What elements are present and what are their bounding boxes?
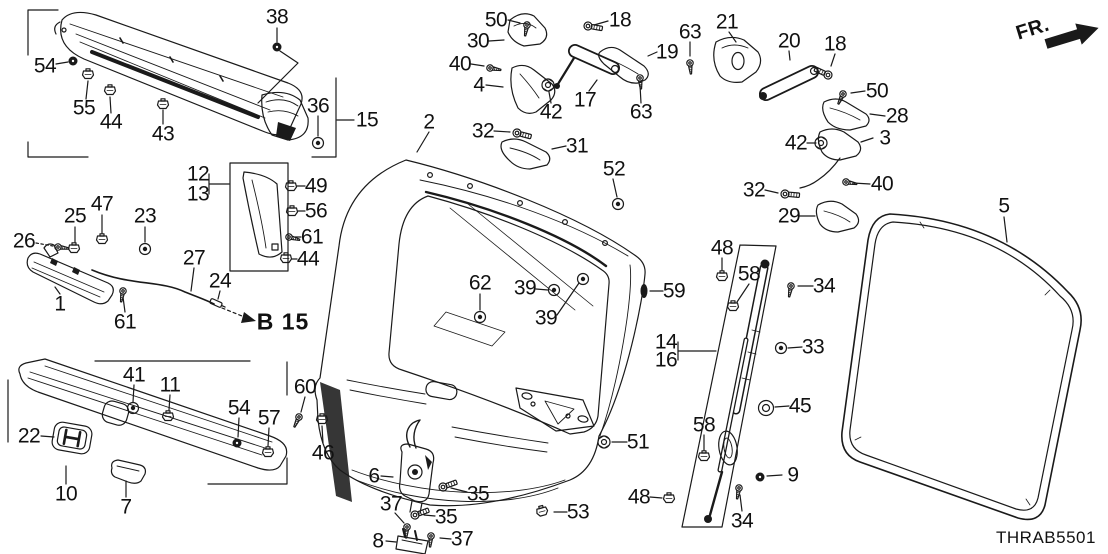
- part-callout-14[interactable]: 14: [654, 330, 678, 354]
- lower-garnish-art: [18, 358, 288, 484]
- part-callout-59[interactable]: 59: [662, 279, 686, 303]
- part-callout-27[interactable]: 27: [182, 246, 206, 270]
- reference-label-b15[interactable]: B 15: [256, 308, 310, 335]
- part-callout-35[interactable]: 35: [466, 482, 490, 506]
- part-callout-54[interactable]: 54: [227, 396, 251, 420]
- part-callout-60[interactable]: 60: [293, 375, 317, 399]
- pillar-garnish-art: [242, 171, 283, 258]
- part-callout-12[interactable]: 12: [186, 162, 210, 186]
- part-callout-4[interactable]: 4: [473, 73, 485, 97]
- part-callout-40[interactable]: 40: [870, 172, 894, 196]
- part-callout-52[interactable]: 52: [602, 157, 626, 181]
- part-callout-32[interactable]: 32: [742, 178, 766, 202]
- part-callout-16[interactable]: 16: [654, 348, 678, 372]
- part-callout-22[interactable]: 22: [17, 424, 41, 448]
- part-callout-43[interactable]: 43: [151, 122, 175, 146]
- part-callout-39[interactable]: 39: [534, 306, 558, 330]
- part-callout-26[interactable]: 26: [12, 229, 36, 253]
- part-callout-51[interactable]: 51: [626, 430, 650, 454]
- part-callout-17[interactable]: 17: [573, 88, 597, 112]
- part-callout-1[interactable]: 1: [54, 292, 66, 316]
- part-callout-56[interactable]: 56: [304, 199, 328, 223]
- part-callout-54[interactable]: 54: [33, 54, 57, 78]
- bracket-lines: [7, 9, 777, 528]
- weatherstrip-art: [841, 213, 1082, 521]
- part-callout-45[interactable]: 45: [788, 394, 812, 418]
- part-callout-41[interactable]: 41: [122, 363, 146, 387]
- part-callout-36[interactable]: 36: [306, 94, 330, 118]
- part-callout-35[interactable]: 35: [434, 505, 458, 529]
- part-callout-58[interactable]: 58: [692, 413, 716, 437]
- hinge-parts-art: [500, 13, 870, 233]
- part-callout-62[interactable]: 62: [468, 271, 492, 295]
- part-callout-46[interactable]: 46: [311, 441, 335, 465]
- part-callout-13[interactable]: 13: [186, 182, 210, 206]
- part-callout-42[interactable]: 42: [539, 100, 563, 124]
- part-callout-20[interactable]: 20: [777, 29, 801, 53]
- part-callout-34[interactable]: 34: [730, 509, 754, 533]
- part-callout-37[interactable]: 37: [450, 527, 474, 551]
- part-callout-61[interactable]: 61: [113, 310, 137, 334]
- tailgate-panel-art: [314, 159, 648, 507]
- part-callout-55[interactable]: 55: [72, 96, 96, 120]
- part-callout-42[interactable]: 42: [784, 131, 808, 155]
- part-callout-10[interactable]: 10: [54, 482, 78, 506]
- part-callout-50[interactable]: 50: [865, 79, 889, 103]
- part-callout-63[interactable]: 63: [629, 100, 653, 124]
- part-callout-7[interactable]: 7: [120, 495, 132, 519]
- part-callout-31[interactable]: 31: [565, 134, 589, 158]
- part-callout-23[interactable]: 23: [133, 204, 157, 228]
- part-callout-47[interactable]: 47: [90, 192, 114, 216]
- part-callout-38[interactable]: 38: [265, 5, 289, 29]
- part-callout-61[interactable]: 61: [300, 225, 324, 249]
- part-callout-32[interactable]: 32: [471, 119, 495, 143]
- part-callout-21[interactable]: 21: [715, 10, 739, 34]
- part-callout-5[interactable]: 5: [998, 194, 1010, 218]
- part-callout-57[interactable]: 57: [257, 406, 281, 430]
- part-callout-39[interactable]: 39: [513, 276, 537, 300]
- part-callout-18[interactable]: 18: [608, 8, 632, 32]
- part-callout-58[interactable]: 58: [737, 262, 761, 286]
- part-callout-6[interactable]: 6: [368, 464, 380, 488]
- leader-lines: [35, 19, 1008, 543]
- part-callout-63[interactable]: 63: [678, 20, 702, 44]
- diagram-code: THRAB5501: [996, 528, 1096, 547]
- part-callout-19[interactable]: 19: [655, 40, 679, 64]
- part-callout-44[interactable]: 44: [296, 247, 320, 271]
- part-callout-37[interactable]: 37: [379, 492, 403, 516]
- part-callout-9[interactable]: 9: [787, 463, 799, 487]
- part-callout-29[interactable]: 29: [777, 204, 801, 228]
- part-callout-40[interactable]: 40: [448, 52, 472, 76]
- spoiler-assembly-art: [54, 11, 309, 141]
- stay-assembly-art: [704, 259, 770, 523]
- part-callout-2[interactable]: 2: [423, 110, 435, 134]
- part-callout-50[interactable]: 50: [484, 8, 508, 32]
- part-callout-18[interactable]: 18: [823, 32, 847, 56]
- part-callout-25[interactable]: 25: [63, 204, 87, 228]
- part-callout-44[interactable]: 44: [99, 110, 123, 134]
- upper-garnish-cable-art: [26, 243, 226, 308]
- part-callout-49[interactable]: 49: [304, 174, 328, 198]
- part-callout-15[interactable]: 15: [355, 108, 379, 132]
- part-callout-24[interactable]: 24: [208, 269, 232, 293]
- part-callout-48[interactable]: 48: [710, 236, 734, 260]
- part-callout-34[interactable]: 34: [812, 274, 836, 298]
- part-callout-33[interactable]: 33: [801, 335, 825, 359]
- fr-direction-arrow: [1044, 23, 1099, 49]
- part-callout-53[interactable]: 53: [566, 500, 590, 524]
- part-callout-3[interactable]: 3: [879, 126, 891, 150]
- part-callout-48[interactable]: 48: [627, 485, 651, 509]
- part-callout-30[interactable]: 30: [466, 29, 490, 53]
- part-callout-11[interactable]: 11: [159, 373, 181, 397]
- part-callout-28[interactable]: 28: [885, 104, 909, 128]
- part-callout-8[interactable]: 8: [372, 529, 384, 553]
